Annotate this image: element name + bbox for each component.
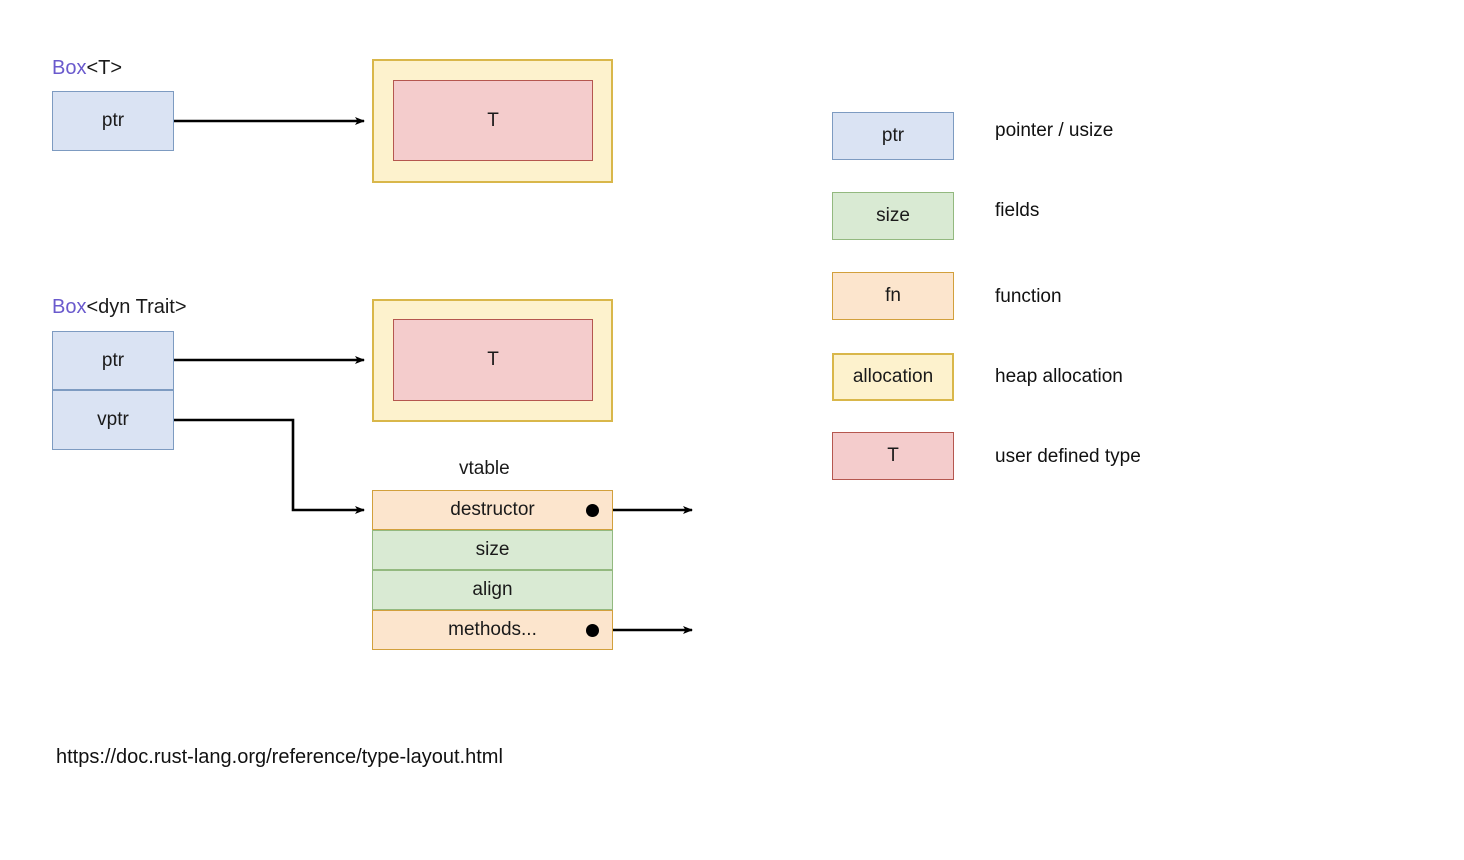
vtable-row-size-label: size xyxy=(475,539,510,560)
legend-swatch-function-label: fn xyxy=(885,285,901,306)
destructor-fn-pointer-dot-icon xyxy=(586,504,599,517)
methods-fn-pointer-dot-icon xyxy=(586,624,599,637)
box-t-inner-type-label: T xyxy=(487,109,499,131)
label-box-dyn-trait-rest: <dyn Trait> xyxy=(86,296,187,318)
box-dyn-vptr-cell[interactable]: vptr xyxy=(52,390,174,450)
box-t-ptr-label: ptr xyxy=(101,110,125,131)
box-t-ptr-cell[interactable]: ptr xyxy=(52,91,174,151)
legend-swatch-allocation[interactable]: allocation xyxy=(832,353,954,401)
legend-swatch-user-type-label: T xyxy=(887,445,899,466)
box-dyn-ptr-cell[interactable]: ptr xyxy=(52,331,174,390)
legend-swatch-user-type[interactable]: T xyxy=(832,432,954,480)
legend-description-user-type: user defined type xyxy=(995,446,1141,467)
legend-description-function: function xyxy=(995,286,1062,307)
vtable-row-align-label: align xyxy=(472,579,513,600)
legend-swatch-fields-label: size xyxy=(876,205,910,226)
label-box-dyn-trait: Box<dyn Trait> xyxy=(52,296,187,319)
legend-swatch-pointer[interactable]: ptr xyxy=(832,112,954,160)
legend-swatch-allocation-label: allocation xyxy=(852,366,934,387)
box-dyn-inner-type-label: T xyxy=(487,349,499,370)
vtable-caption: vtable xyxy=(459,458,510,479)
vtable-row-methods-label: methods... xyxy=(448,619,537,640)
vtable-row-destructor-label: destructor xyxy=(450,499,535,520)
vtable-row-size[interactable]: size xyxy=(372,530,613,570)
source-url[interactable]: https://doc.rust-lang.org/reference/type… xyxy=(56,746,503,768)
label-box-t-rest: <T> xyxy=(86,57,123,79)
legend-swatch-fields[interactable]: size xyxy=(832,192,954,240)
vtable-row-align[interactable]: align xyxy=(372,570,613,610)
label-box-t-keyword: Box xyxy=(52,57,87,79)
legend-swatch-pointer-label: ptr xyxy=(881,125,905,146)
vtable-row-methods[interactable]: methods... xyxy=(372,610,613,650)
box-dyn-ptr-label: ptr xyxy=(101,349,125,371)
label-box-dyn-trait-keyword: Box xyxy=(52,296,87,318)
legend-description-pointer: pointer / usize xyxy=(995,120,1114,141)
legend-description-allocation: heap allocation xyxy=(995,366,1123,387)
box-dyn-inner-type[interactable]: T xyxy=(393,319,593,401)
legend-swatch-function[interactable]: fn xyxy=(832,272,954,320)
box-dyn-vptr-label: vptr xyxy=(97,409,129,430)
legend-description-fields: fields xyxy=(995,200,1040,221)
box-t-inner-type[interactable]: T xyxy=(393,80,593,161)
label-box-t: Box<T> xyxy=(52,57,122,80)
arrow-vptr-to-vtable xyxy=(174,418,365,514)
vtable-row-destructor[interactable]: destructor xyxy=(372,490,613,530)
